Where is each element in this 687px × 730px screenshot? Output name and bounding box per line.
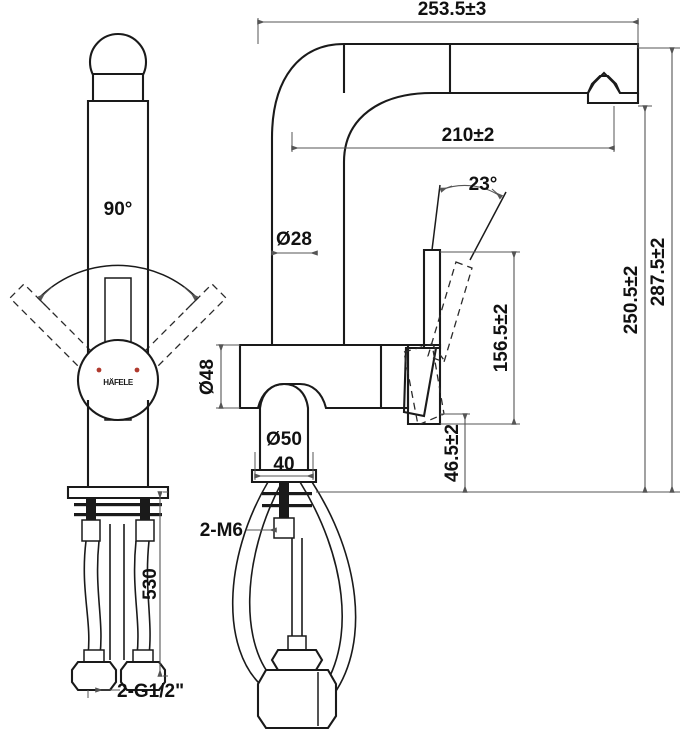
hose-length-dimension: 530 xyxy=(140,491,168,677)
side-view-group: 253.5±3 210±2 Ø28 23° 156.5± xyxy=(197,0,680,730)
hose-nut-side xyxy=(270,648,324,672)
swivel-arc xyxy=(37,264,199,300)
lever-handle-open-dashed xyxy=(403,261,473,426)
body-diameter-dimension: Ø48 xyxy=(197,344,240,409)
spout-tube-dimension: Ø28 xyxy=(271,229,318,256)
supply-thread-label: 2-G1/2" xyxy=(117,681,184,702)
swivel-angle-label: 90° xyxy=(104,199,133,220)
overall-height-dimension: 287.5±2 xyxy=(638,47,680,493)
base-height-dimension: 46.5±2 xyxy=(316,413,470,493)
spout-height-dimension: 250.5±2 xyxy=(470,105,652,493)
hose-length-label: 530 xyxy=(140,568,161,600)
spout-body-front xyxy=(86,99,150,359)
shank-column-front xyxy=(86,400,150,487)
logo-dot-right xyxy=(134,367,140,373)
mixer-body-side xyxy=(238,343,410,410)
logo-dot-left xyxy=(96,367,102,373)
mounting-thread-callout: 2-M6 xyxy=(200,520,277,541)
supply-hoses-front xyxy=(83,524,151,660)
mounting-thread-label: 2-M6 xyxy=(200,520,243,541)
deck-plate-front xyxy=(66,485,170,500)
logo-cap-circle xyxy=(76,338,160,422)
base-width-label: 40 xyxy=(273,454,294,475)
nut-left-front xyxy=(81,519,101,542)
overall-height-label: 287.5±2 xyxy=(648,238,669,307)
sprayhead-ledge-side xyxy=(586,93,640,105)
swivel-arc-arrow-left xyxy=(37,286,53,301)
hose-ferrule-side xyxy=(287,635,307,651)
sprayhead-collar xyxy=(91,72,145,103)
body-diameter-label: Ø48 xyxy=(197,359,218,395)
hose-weight-side xyxy=(256,668,338,730)
pullout-hose-side xyxy=(231,481,357,695)
handle-angle-dimension: 23° xyxy=(431,174,507,261)
base-diameter-label: Ø50 xyxy=(266,429,302,450)
sprayhead-dome-side xyxy=(587,74,621,94)
base-height-label: 46.5±2 xyxy=(442,424,463,482)
lever-stem-closed xyxy=(422,248,442,350)
nut-side xyxy=(273,517,295,539)
spout-arm-side xyxy=(270,42,640,347)
swivel-arc-arrow-right xyxy=(183,286,199,301)
handle-angle-label: 23° xyxy=(469,174,498,195)
hose-ferrules-front xyxy=(83,649,154,663)
handle-height-dimension: 156.5±2 xyxy=(440,251,520,425)
handle-height-label: 156.5±2 xyxy=(491,304,512,373)
front-view-group: HÄFELE xyxy=(9,32,227,702)
overall-reach-label: 253.5±3 xyxy=(418,0,487,20)
spout-reach-dimension: 210±2 xyxy=(291,106,615,152)
supply-thread-callout: 2-G1/2" xyxy=(87,681,184,702)
brand-logo-text: HÄFELE xyxy=(103,378,134,387)
overall-reach-dimension: 253.5±3 xyxy=(257,0,639,48)
spout-tube-label: Ø28 xyxy=(276,229,312,250)
nut-right-front xyxy=(135,519,155,542)
spout-height-label: 250.5±2 xyxy=(621,266,642,335)
spout-reach-label: 210±2 xyxy=(442,125,495,146)
mounting-hardware-front xyxy=(74,498,162,542)
base-escutcheon-side xyxy=(258,382,310,472)
base-width-dimension: 40 xyxy=(254,452,314,480)
